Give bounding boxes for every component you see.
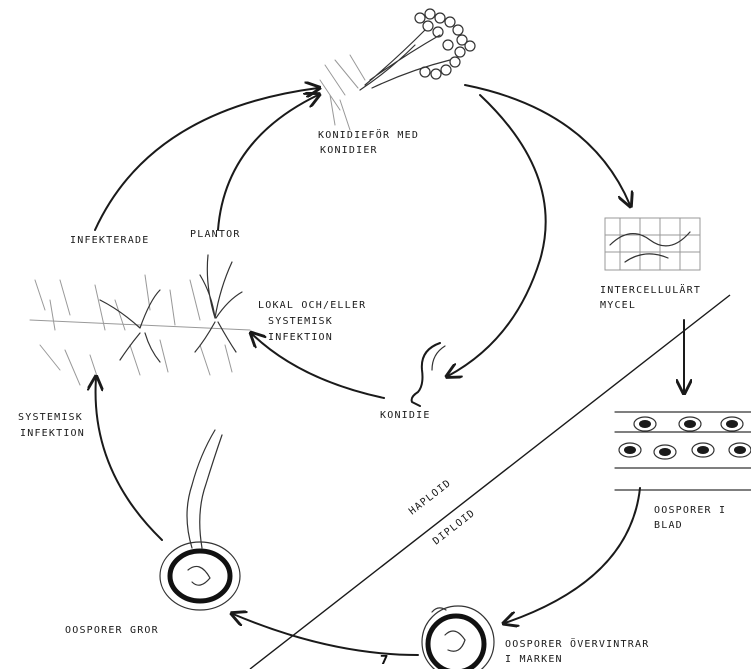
- cycle-arrows: [94, 84, 684, 656]
- conidiophore-illustration: [319, 8, 476, 131]
- mycelium-label-line1: INTERCELLULÄRT: [600, 283, 701, 296]
- systemic-infection-label-line1: SYSTEMISK: [18, 412, 83, 423]
- arrow-leaf-to-overwinter: [505, 487, 641, 623]
- infected-plants-label-line2: PLANTOR: [190, 229, 241, 240]
- local-infection-label-line3: INFEKTION: [268, 332, 333, 343]
- arrow-conidium-to-plants: [252, 334, 385, 399]
- oospores-leaf-label-line2: BLAD: [654, 520, 683, 531]
- intercellular-mycelium-illustration: [604, 217, 701, 271]
- arrow-germinate-to-plants: [96, 378, 163, 541]
- diploid-label: DIPLOID: [431, 508, 478, 548]
- page-number: 7: [380, 653, 388, 667]
- arrow-plants-to-conidiophore-inner: [217, 95, 318, 231]
- germinating-oospore-illustration: [159, 429, 241, 611]
- haploid-diploid-divider: [249, 294, 731, 669]
- arrow-conidiophore-to-conidium: [448, 94, 547, 376]
- arrow-conidiophore-to-mycelium: [464, 84, 630, 205]
- oospores-in-leaf-illustration: [614, 411, 751, 491]
- local-infection-label-line2: SYSTEMISK: [268, 316, 333, 327]
- infected-plants-label-line1: INFEKTERADE: [70, 235, 149, 246]
- arrow-plants-to-conidiophore-outer: [94, 88, 318, 231]
- local-infection-label-line1: LOKAL OCH/ELLER: [258, 300, 366, 311]
- infected-plants-illustration: [29, 254, 251, 386]
- oospores-overwinter-label-line2: I MARKEN: [505, 654, 563, 665]
- mycelium-label-line2: MYCEL: [600, 300, 636, 311]
- conidiophore-label-line1: KONIDIEFÖR MED: [318, 128, 419, 141]
- overwintering-oospore-illustration: [421, 605, 495, 669]
- conidium-label: KONIDIE: [380, 410, 431, 421]
- oospores-leaf-label-line1: OOSPORER I: [654, 505, 726, 516]
- haploid-label: HAPLOID: [407, 478, 454, 518]
- oospores-germinate-label: OOSPORER GROR: [65, 625, 159, 636]
- conidiophore-label-line2: KONIDIER: [320, 145, 378, 156]
- arrow-overwinter-to-germinate: [233, 614, 419, 656]
- oospores-overwinter-label-line1: OOSPORER ÖVERVINTRAR: [505, 637, 649, 650]
- conidium-illustration: [410, 342, 446, 407]
- systemic-infection-label-line2: INFEKTION: [20, 428, 85, 439]
